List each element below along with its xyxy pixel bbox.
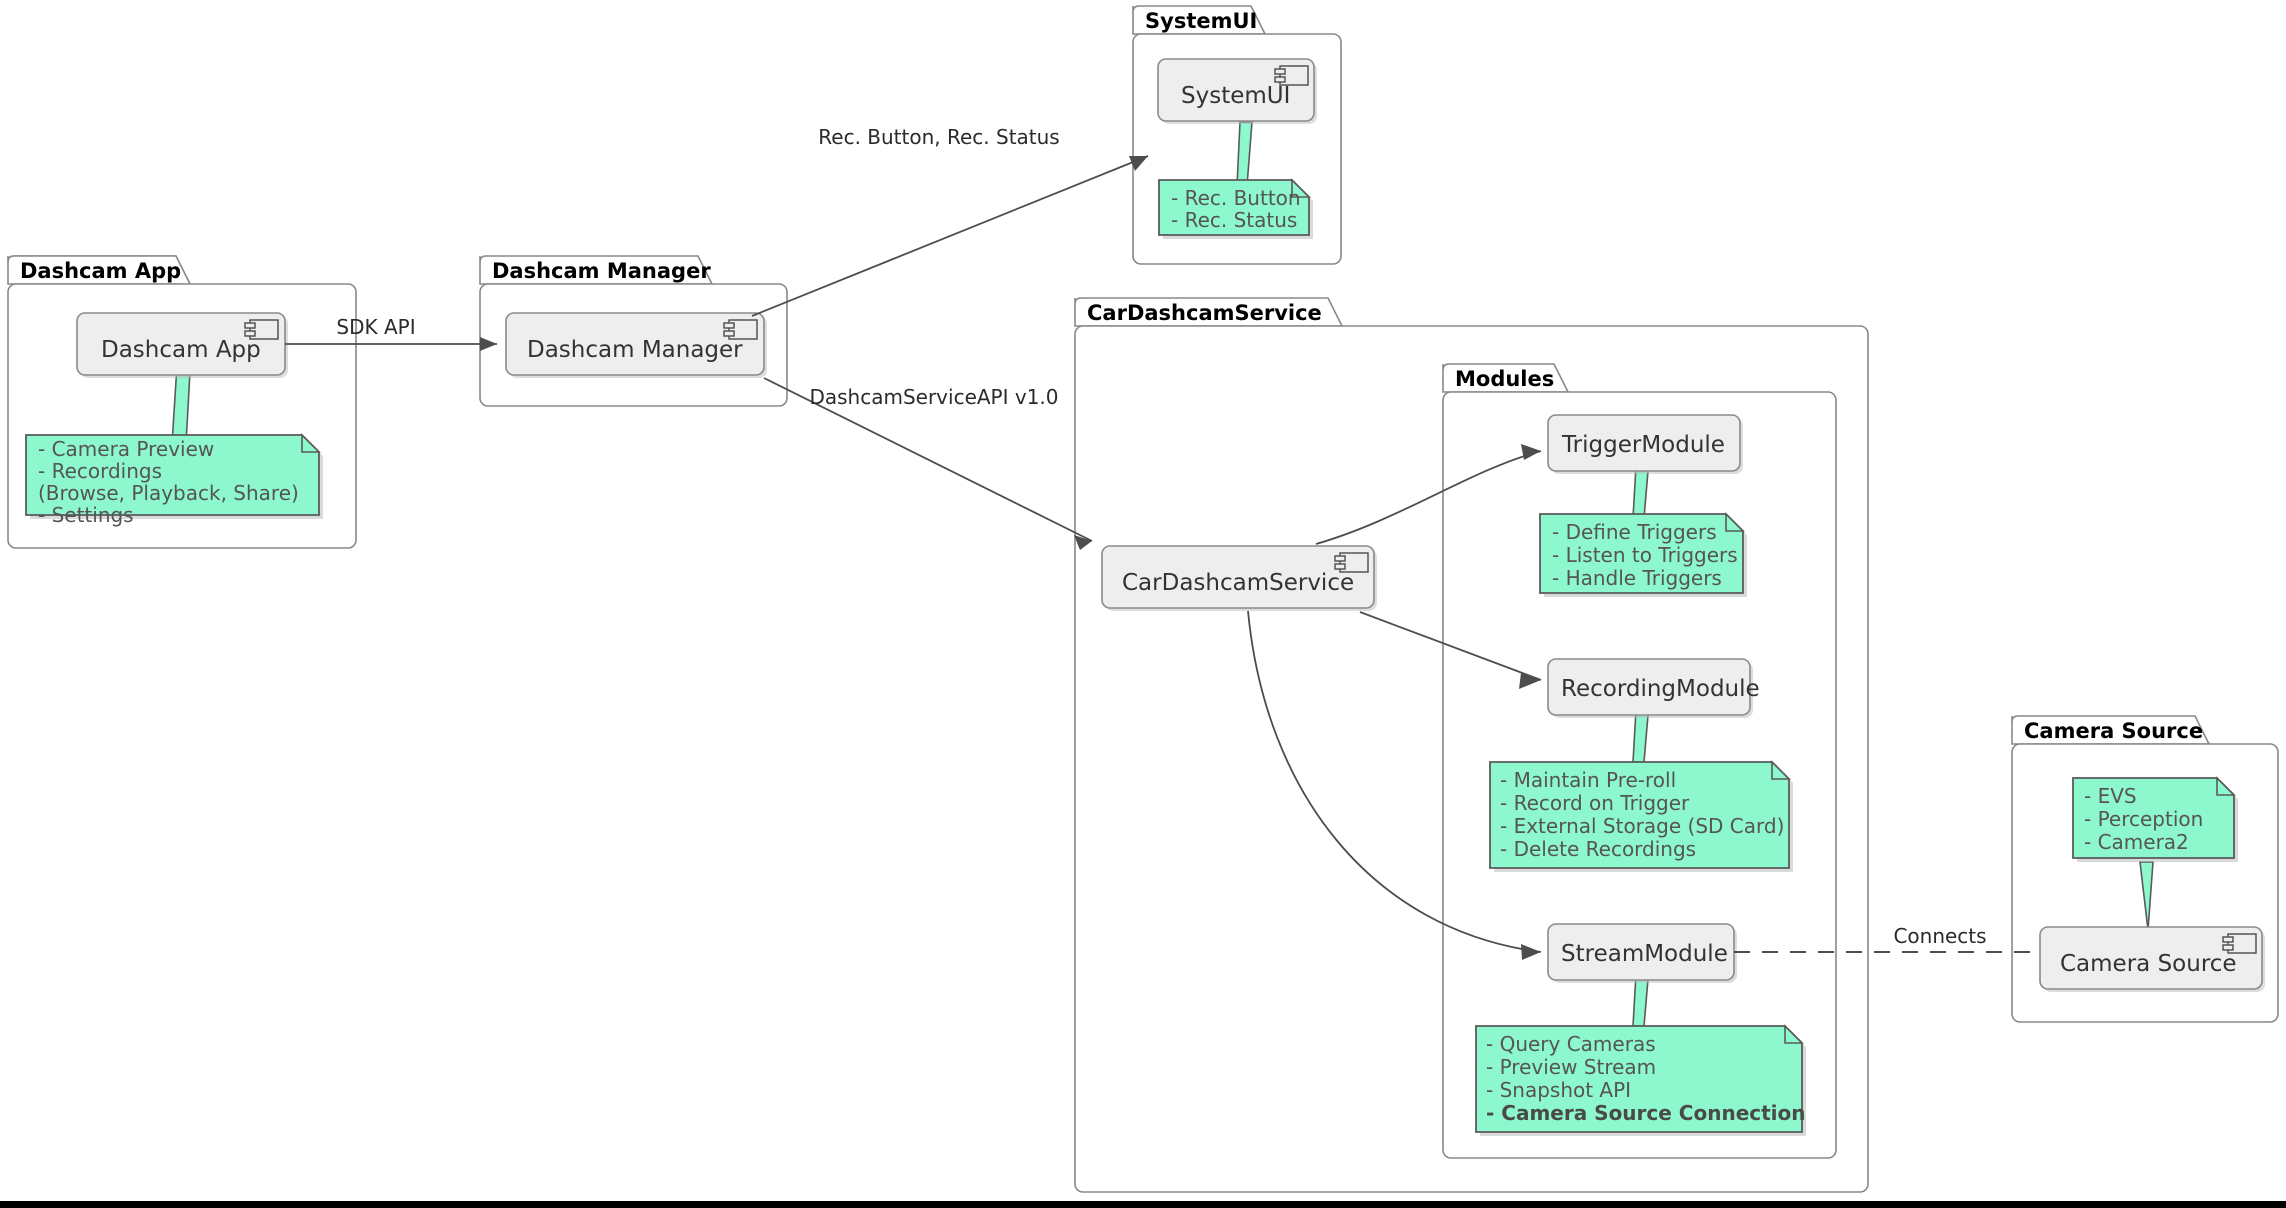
note-fold-camera-source	[2216, 776, 2236, 796]
svg-text:- Snapshot API: - Snapshot API	[1486, 1078, 1631, 1102]
svg-text:- Listen to Triggers: - Listen to Triggers	[1552, 543, 1738, 567]
svg-text:- Query Cameras: - Query Cameras	[1486, 1032, 1656, 1056]
package-car-dashcam-service[interactable]: CarDashcamService CarDashcamService Modu…	[1074, 297, 1869, 1193]
package-tab-dashcam-manager	[479, 255, 714, 285]
component-label-stream-module: StreamModule	[1561, 941, 1728, 967]
note-fold-trigger-module	[1725, 512, 1745, 532]
link-dashcam-service-api[interactable]: DashcamServiceAPI v1.0	[763, 377, 1093, 550]
component-box-trigger-module[interactable]	[1547, 414, 1741, 472]
component-box-recording-module[interactable]	[1547, 658, 1751, 716]
component-icon	[1334, 552, 1369, 573]
svg-text:(Browse, Playback, Share): (Browse, Playback, Share)	[38, 481, 299, 505]
package-title-camera-source: Camera Source	[2024, 719, 2203, 743]
component-label-car-dashcam-service: CarDashcamService	[1122, 570, 1354, 596]
svg-text:- Delete Recordings: - Delete Recordings	[1500, 837, 1696, 861]
note-body-stream-module[interactable]	[1475, 1025, 1803, 1133]
svg-text:- Define Triggers: - Define Triggers	[1552, 520, 1717, 544]
note-text-trigger-module: - Define Triggers - Listen to Triggers -…	[1552, 520, 1738, 590]
note-body-dashcam-app[interactable]	[25, 434, 320, 516]
package-camera-source[interactable]: Camera Source - EVS - Perception - Camer…	[2011, 715, 2279, 1023]
package-title-car-dashcam-service: CarDashcamService	[1087, 301, 1322, 325]
svg-text:- Handle Triggers: - Handle Triggers	[1552, 566, 1722, 590]
component-icon	[1274, 65, 1309, 86]
note-fold-recording-module	[1771, 760, 1791, 780]
svg-text:- Rec. Status: - Rec. Status	[1171, 208, 1297, 232]
component-box-camera-source[interactable]	[2039, 926, 2263, 990]
link-to-recording-module[interactable]	[1359, 611, 1542, 689]
note-text-stream-module: - Query Cameras - Preview Stream - Snaps…	[1486, 1032, 1806, 1125]
component-icon	[244, 319, 279, 340]
svg-text:- Camera2: - Camera2	[2084, 830, 2189, 854]
note-fold-stream-module	[1784, 1024, 1804, 1044]
svg-text:- Maintain Pre-roll: - Maintain Pre-roll	[1500, 768, 1676, 792]
note-text-camera-source: - EVS - Perception - Camera2	[2084, 784, 2203, 854]
svg-text:- Camera Preview: - Camera Preview	[38, 437, 214, 461]
component-label-camera-source: Camera Source	[2060, 951, 2237, 977]
note-fold-dashcam-app	[301, 433, 321, 453]
package-tab-system-ui	[1132, 5, 1267, 35]
package-system-ui[interactable]: SystemUI SystemUI - Rec. Button - Rec. S…	[1132, 5, 1342, 265]
package-modules[interactable]: Modules TriggerModule - Define Triggers …	[1442, 363, 1837, 1159]
component-box-dashcam-manager[interactable]	[505, 312, 765, 376]
component-label-dashcam-manager: Dashcam Manager	[527, 337, 743, 363]
link-connects[interactable]: Connects	[1734, 924, 2040, 953]
link-label-sdk-api: SDK API	[336, 315, 415, 339]
note-body-camera-source[interactable]	[2072, 777, 2235, 859]
svg-text:- Rec. Button: - Rec. Button	[1171, 186, 1301, 210]
svg-text:- Settings: - Settings	[38, 503, 134, 527]
component-label-trigger-module: TriggerModule	[1561, 432, 1725, 458]
note-body-recording-module[interactable]	[1489, 761, 1790, 869]
package-tab-modules	[1442, 363, 1570, 393]
note-text-recording-module: - Maintain Pre-roll - Record on Trigger …	[1500, 768, 1784, 861]
package-title-dashcam-manager: Dashcam Manager	[492, 259, 711, 283]
package-title-modules: Modules	[1455, 367, 1554, 391]
component-icon	[723, 319, 758, 340]
package-dashcam-app[interactable]: Dashcam App Dashcam App - Camera Preview…	[7, 255, 357, 549]
link-to-trigger-module[interactable]	[1315, 444, 1542, 545]
svg-text:- Camera Source Connection: - Camera Source Connection	[1486, 1101, 1806, 1125]
link-sdk-api[interactable]: SDK API	[285, 315, 497, 351]
note-body-trigger-module[interactable]	[1539, 513, 1744, 594]
package-dashcam-manager[interactable]: Dashcam Manager Dashcam Manager	[479, 255, 788, 407]
component-label-recording-module: RecordingModule	[1561, 676, 1760, 702]
link-label-rec-button-status: Rec. Button, Rec. Status	[818, 125, 1059, 149]
component-icon	[2222, 933, 2257, 954]
package-tab-car-dashcam-service	[1074, 297, 1344, 327]
link-to-stream-module[interactable]	[1247, 610, 1542, 960]
link-label-dashcam-service-api: DashcamServiceAPI v1.0	[809, 385, 1058, 409]
bottom-bar	[0, 1201, 2286, 1208]
note-fold-system-ui	[1291, 178, 1311, 198]
svg-text:- Recordings: - Recordings	[38, 459, 162, 483]
note-text-dashcam-app: - Camera Preview - Recordings (Browse, P…	[38, 437, 299, 527]
svg-text:- Record on Trigger: - Record on Trigger	[1500, 791, 1690, 815]
package-title-system-ui: SystemUI	[1145, 9, 1257, 33]
svg-text:- EVS: - EVS	[2084, 784, 2137, 808]
link-rec-button-status[interactable]: Rec. Button, Rec. Status	[751, 125, 1149, 317]
link-label-connects: Connects	[1893, 924, 1986, 948]
package-tab-outline-dashcam-app	[7, 255, 191, 285]
component-label-dashcam-app: Dashcam App	[101, 337, 261, 363]
svg-text:- External Storage (SD Card): - External Storage (SD Card)	[1500, 814, 1784, 838]
svg-text:- Perception: - Perception	[2084, 807, 2203, 831]
component-box-car-dashcam-service[interactable]	[1101, 545, 1375, 609]
package-title-dashcam-app: Dashcam App	[20, 259, 181, 283]
note-body-system-ui[interactable]	[1158, 179, 1310, 236]
svg-text:- Preview Stream: - Preview Stream	[1486, 1055, 1656, 1079]
note-text-system-ui: - Rec. Button - Rec. Status	[1171, 186, 1301, 232]
component-label-system-ui: SystemUI	[1181, 83, 1290, 109]
package-tab-camera-source	[2011, 715, 2211, 745]
